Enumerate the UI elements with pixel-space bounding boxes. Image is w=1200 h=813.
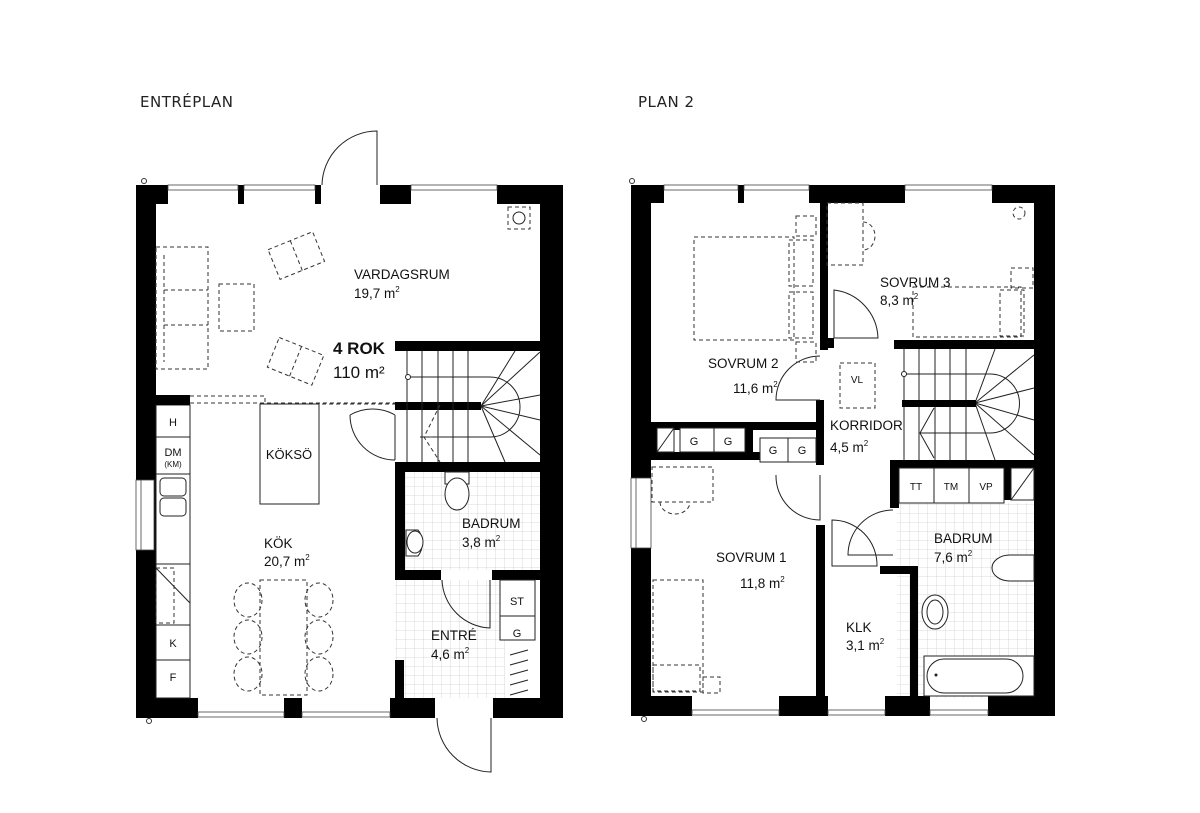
entreplan-floor-plan: H DM (KM) K F KÖKSÖ: [135, 130, 563, 773]
entre-tile-floor: [395, 580, 505, 698]
room-name-vardagsrum: VARDAGSRUM: [354, 267, 450, 282]
plan-title-plan-2: PLAN 2: [638, 93, 695, 111]
room-area-sovrum-3: 8,3 m2: [880, 292, 919, 308]
badrum-tile-floor: [404, 472, 540, 570]
room-area-entre: 4,6 m2: [431, 646, 470, 662]
sovrum-3-furniture: [826, 202, 1034, 338]
ventilation-unit: [839, 362, 876, 409]
badrum-fixtures-plan-2: [921, 554, 1035, 697]
kitchen-unit-h: H: [169, 417, 177, 429]
room-name-kok: KÖK: [264, 536, 293, 551]
dining-set: [233, 579, 334, 696]
wardrobes: G G G G: [656, 427, 817, 463]
room-area-badrum-entreplan: 3,8 m2: [462, 534, 501, 550]
kitchen-counter: H DM (KM) K F: [155, 404, 191, 699]
room-name-sovrum-2: SOVRUM 2: [708, 356, 779, 371]
room-name-sovrum-3: SOVRUM 3: [880, 275, 951, 290]
wardrobe-g-3: G: [769, 445, 778, 457]
laundry-vp: VP: [979, 482, 993, 493]
laundry-tt: TT: [910, 482, 922, 493]
wardrobe-g-2: G: [724, 436, 733, 448]
staircase-entreplan: [405, 350, 541, 463]
room-name-badrum-entreplan: BADRUM: [462, 516, 521, 531]
room-name-entre: ENTRÉ: [431, 628, 477, 643]
closet-g: G: [513, 628, 522, 640]
kitchen-island-label: KÖKSÖ: [266, 447, 312, 462]
living-room-furniture: [155, 206, 531, 386]
sovrum-1-furniture: [651, 466, 721, 694]
kitchen-unit-dm: DM: [164, 447, 181, 459]
plan-title-entreplan: ENTRÉPLAN: [140, 93, 234, 111]
ventilation-label: VL: [851, 375, 864, 386]
kitchen-unit-f: F: [170, 672, 177, 684]
room-area-klk: 3,1 m2: [846, 637, 885, 653]
apartment-type: 4 ROK: [333, 339, 386, 358]
laundry-units: TT TM VP: [898, 467, 1035, 504]
room-area-korridor: 4,5 m2: [830, 439, 869, 455]
room-area-vardagsrum: 19,7 m2: [354, 285, 400, 301]
kitchen-unit-km: (KM): [164, 460, 182, 469]
room-area-sovrum-1: 11,8 m2: [740, 575, 785, 591]
sovrum-2-furniture: [693, 215, 817, 363]
staircase-plan-2: [901, 348, 1035, 461]
room-area-kok: 20,7 m2: [264, 553, 310, 569]
kitchen-island: [259, 403, 320, 505]
room-name-badrum-plan-2: BADRUM: [934, 531, 993, 546]
kitchen-unit-k: K: [169, 638, 177, 650]
entre-closets: ST G: [499, 579, 536, 696]
badrum-fixtures-entreplan: [405, 471, 470, 557]
room-area-badrum-plan-2: 7,6 m2: [934, 549, 973, 565]
wardrobe-g-1: G: [690, 436, 699, 448]
room-name-sovrum-1: SOVRUM 1: [716, 550, 787, 565]
wardrobe-g-4: G: [798, 445, 807, 457]
apartment-total-area: 110 m²: [333, 363, 385, 382]
room-name-korridor: KORRIDOR: [830, 418, 903, 433]
laundry-tm: TM: [944, 482, 958, 493]
room-name-klk: KLK: [846, 620, 872, 635]
room-area-sovrum-2: 11,6 m2: [733, 380, 778, 396]
plan-2-floor-plan: VL G G G G TT TM VP: [629, 178, 1055, 722]
closet-st: ST: [510, 596, 524, 608]
